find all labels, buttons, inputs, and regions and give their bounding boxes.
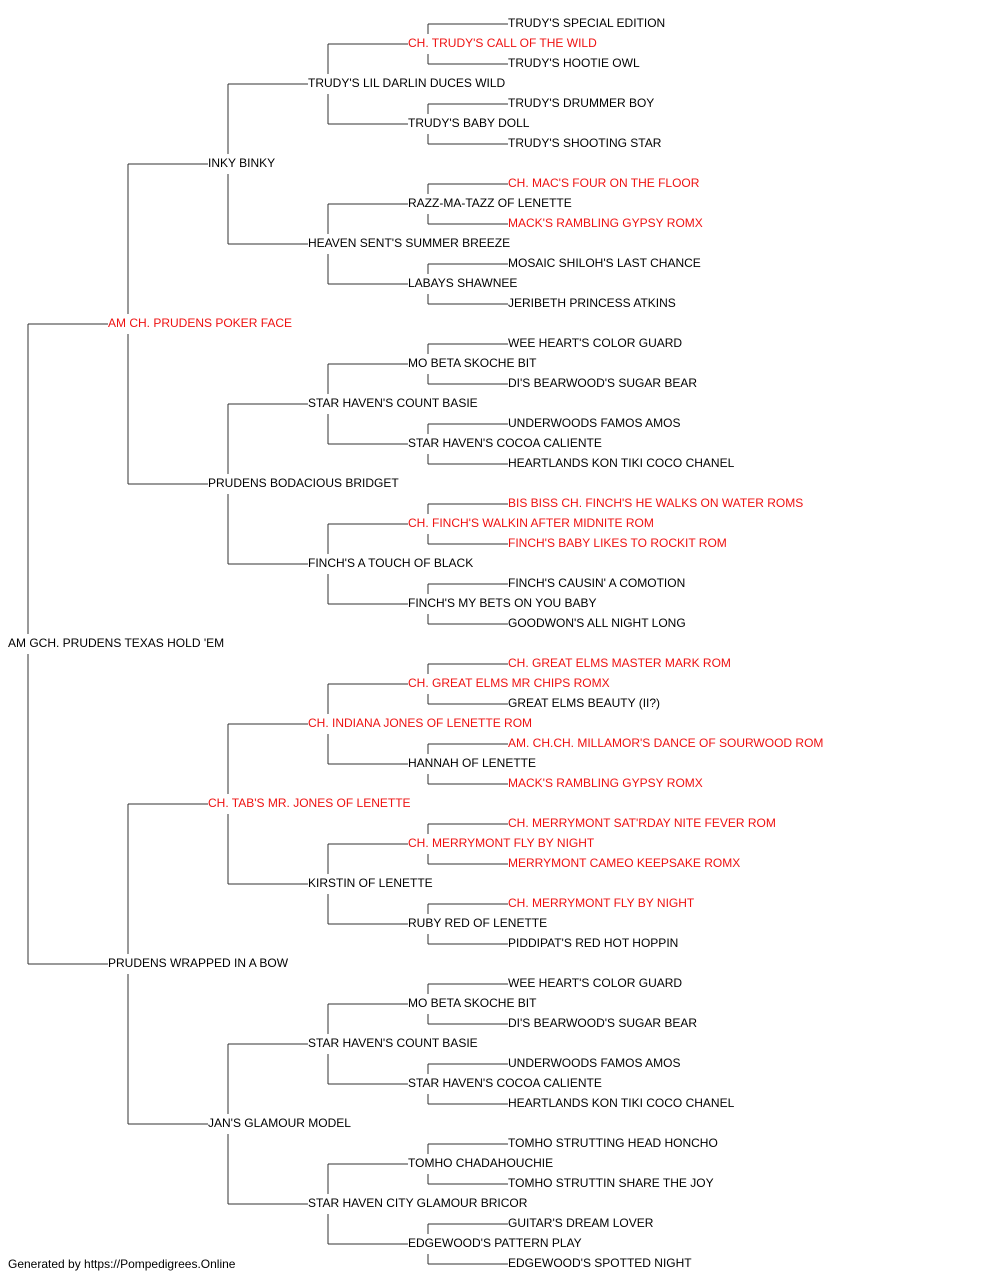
dog-name: TRUDY'S SHOOTING STAR (508, 136, 662, 150)
dog-name: MERRYMONT CAMEO KEEPSAKE ROMX (508, 856, 740, 870)
dog-name: INKY BINKY (208, 156, 275, 170)
dog-name: STAR HAVEN'S COCOA CALIENTE (408, 1076, 602, 1090)
dog-name: TOMHO STRUTTIN SHARE THE JOY (508, 1176, 714, 1190)
footer-credit: Generated by https://Pompedigrees.Online (8, 1257, 236, 1271)
dog-name: FINCH'S CAUSIN' A COMOTION (508, 576, 685, 590)
dog-name: CH. MERRYMONT FLY BY NIGHT (508, 896, 695, 910)
dog-name: UNDERWOODS FAMOS AMOS (508, 1056, 680, 1070)
dog-name: GREAT ELMS BEAUTY (II?) (508, 696, 660, 710)
dog-name: HEAVEN SENT'S SUMMER BREEZE (308, 236, 510, 250)
dog-name: DI'S BEARWOOD'S SUGAR BEAR (508, 1016, 697, 1030)
dog-name: GUITAR'S DREAM LOVER (508, 1216, 654, 1230)
dog-name: CH. INDIANA JONES OF LENETTE ROM (308, 716, 532, 730)
dog-name: GOODWON'S ALL NIGHT LONG (508, 616, 686, 630)
dog-name: PIDDIPAT'S RED HOT HOPPIN (508, 936, 678, 950)
dog-name: BIS BISS CH. FINCH'S HE WALKS ON WATER R… (508, 496, 803, 510)
dog-name: CH. MERRYMONT FLY BY NIGHT (408, 836, 595, 850)
dog-name: UNDERWOODS FAMOS AMOS (508, 416, 680, 430)
dog-name: MO BETA SKOCHE BIT (408, 356, 537, 370)
dog-name: JERIBETH PRINCESS ATKINS (508, 296, 676, 310)
dog-name: TOMHO CHADAHOUCHIE (408, 1156, 553, 1170)
dog-name: STAR HAVEN'S COUNT BASIE (308, 1036, 478, 1050)
dog-name: CH. MERRYMONT SAT'RDAY NITE FEVER ROM (508, 816, 776, 830)
dog-name: MO BETA SKOCHE BIT (408, 996, 537, 1010)
dog-name: FINCH'S BABY LIKES TO ROCKIT ROM (508, 536, 727, 550)
dog-name: CH. GREAT ELMS MR CHIPS ROMX (408, 676, 610, 690)
pedigree-connectors (27, 23, 508, 1265)
dog-name: CH. FINCH'S WALKIN AFTER MIDNITE ROM (408, 516, 654, 530)
dog-name: FINCH'S MY BETS ON YOU BABY (408, 596, 597, 610)
dog-name: EDGEWOOD'S SPOTTED NIGHT (508, 1256, 692, 1270)
dog-name: DI'S BEARWOOD'S SUGAR BEAR (508, 376, 697, 390)
dog-name: CH. TRUDY'S CALL OF THE WILD (408, 36, 597, 50)
dog-name: TRUDY'S SPECIAL EDITION (508, 16, 665, 30)
dog-name: TRUDY'S HOOTIE OWL (508, 56, 640, 70)
dog-name: STAR HAVEN'S COUNT BASIE (308, 396, 478, 410)
pedigree-names: TRUDY'S SPECIAL EDITION TRUDY'S HOOTIE OW… (8, 16, 823, 1270)
dog-name: CH. GREAT ELMS MASTER MARK ROM (508, 656, 731, 670)
dog-name: FINCH'S A TOUCH OF BLACK (308, 556, 473, 570)
dog-name: HEARTLANDS KON TIKI COCO CHANEL (508, 456, 735, 470)
dog-name: MOSAIC SHILOH'S LAST CHANCE (508, 256, 701, 270)
dog-name: AM GCH. PRUDENS TEXAS HOLD 'EM (8, 636, 224, 650)
dog-name: KIRSTIN OF LENETTE (308, 876, 433, 890)
dog-name: CH. TAB'S MR. JONES OF LENETTE (208, 796, 411, 810)
dog-name: RAZZ-MA-TAZZ OF LENETTE (408, 196, 572, 210)
dog-name: WEE HEART'S COLOR GUARD (508, 976, 682, 990)
dog-name: JAN'S GLAMOUR MODEL (208, 1116, 351, 1130)
dog-name: STAR HAVEN CITY GLAMOUR BRICOR (308, 1196, 528, 1210)
dog-name: TRUDY'S DRUMMER BOY (508, 96, 654, 110)
dog-name: LABAYS SHAWNEE (408, 276, 517, 290)
dog-name: AM. CH.CH. MILLAMOR'S DANCE OF SOURWOOD … (508, 736, 823, 750)
dog-name: TOMHO STRUTTING HEAD HONCHO (508, 1136, 718, 1150)
dog-name: HEARTLANDS KON TIKI COCO CHANEL (508, 1096, 735, 1110)
dog-name: TRUDY'S BABY DOLL (408, 116, 530, 130)
dog-name: MACK'S RAMBLING GYPSY ROMX (508, 216, 703, 230)
dog-name: HANNAH OF LENETTE (408, 756, 536, 770)
dog-name: CH. MAC'S FOUR ON THE FLOOR (508, 176, 700, 190)
dog-name: TRUDY'S LIL DARLIN DUCES WILD (308, 76, 506, 90)
dog-name: RUBY RED OF LENETTE (408, 916, 547, 930)
dog-name: EDGEWOOD'S PATTERN PLAY (408, 1236, 582, 1250)
dog-name: PRUDENS WRAPPED IN A BOW (108, 956, 289, 970)
dog-name: WEE HEART'S COLOR GUARD (508, 336, 682, 350)
dog-name: STAR HAVEN'S COCOA CALIENTE (408, 436, 602, 450)
dog-name: PRUDENS BODACIOUS BRIDGET (208, 476, 399, 490)
dog-name: MACK'S RAMBLING GYPSY ROMX (508, 776, 703, 790)
dog-name: AM CH. PRUDENS POKER FACE (108, 316, 292, 330)
